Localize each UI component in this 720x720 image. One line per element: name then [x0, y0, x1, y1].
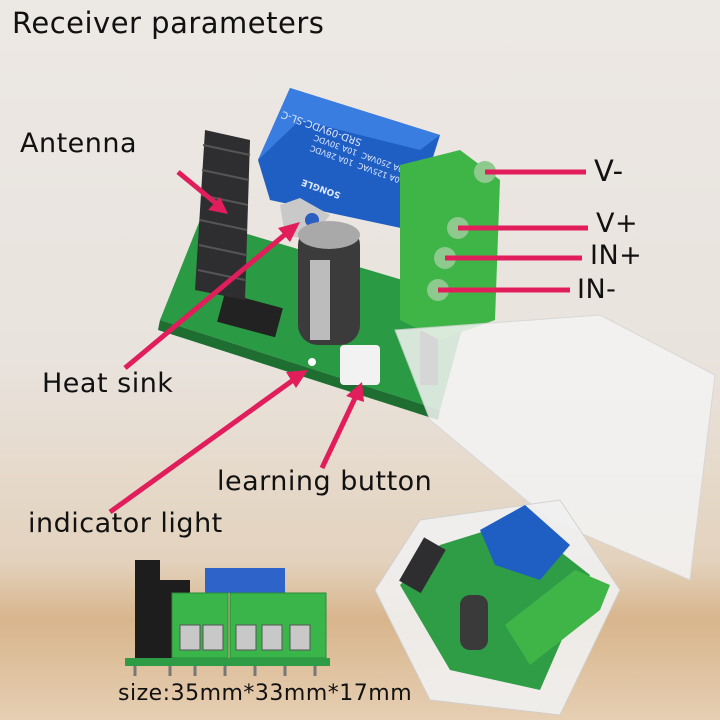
relay: SRD-09VDC-SL-C 10A 250VAC 10A 30VDC 10A …	[258, 88, 440, 230]
callout-arrows	[108, 169, 588, 515]
antenna-coil	[195, 130, 251, 300]
learning-button-arrow	[319, 394, 359, 470]
page-title: Receiver parameters	[12, 6, 325, 40]
indicator-light-label: indicator light	[28, 508, 223, 539]
indicator-arrow	[108, 375, 298, 515]
antenna-arrow	[176, 170, 220, 207]
heat-sink-label: Heat sink	[42, 368, 174, 399]
filter-box	[374, 314, 716, 716]
v-minus-label: V-	[594, 154, 624, 188]
capacitor	[298, 221, 360, 345]
learning-button-label: learning button	[217, 466, 433, 497]
v-plus-label: V+	[596, 208, 639, 239]
in-minus-label: IN-	[577, 274, 617, 305]
antenna-label: Antenna	[20, 128, 138, 159]
indicator-led	[308, 358, 316, 366]
size-label: size:35mm*33mm*17mm	[118, 681, 413, 706]
heat-sink-arrow	[123, 230, 290, 370]
side-view-board	[125, 560, 330, 676]
in-plus-label: IN+	[590, 240, 643, 271]
learning-button-part	[340, 345, 380, 385]
terminal-block	[400, 150, 500, 340]
